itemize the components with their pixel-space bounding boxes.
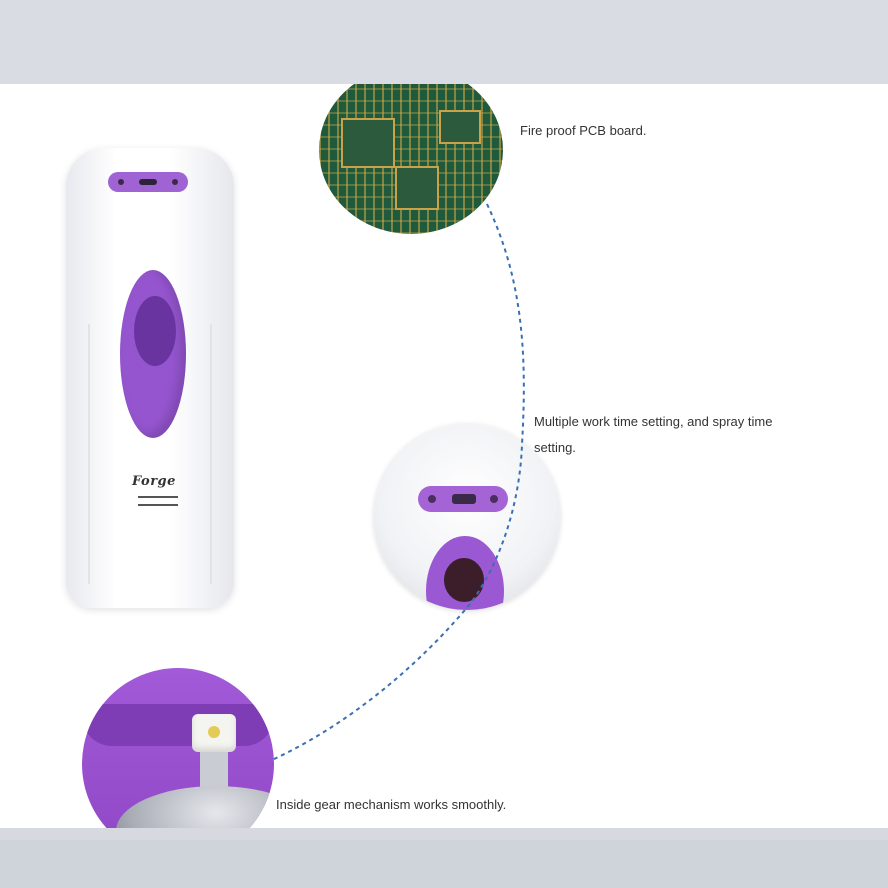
pcb-chip: [439, 110, 481, 144]
dispenser-seam-left: [88, 324, 90, 584]
gear-mechanism-closeup: [82, 668, 274, 828]
indicator-dot: [490, 495, 498, 503]
dispenser-indicator-slot: [108, 172, 188, 192]
dispenser-nozzle-hole: [134, 296, 176, 366]
bottom-strip: [0, 828, 888, 888]
gear-callout-label: Inside gear mechanism works smoothly.: [276, 797, 507, 812]
bottom-strip-inner: [0, 840, 888, 888]
aerosol-stem: [200, 752, 228, 792]
brand-logo: Forge: [132, 474, 176, 489]
pcb-board-closeup: [319, 84, 503, 234]
product-illustration-panel: Forge Fire proof PCB board. Multiple wor…: [0, 84, 888, 828]
dispenser-top-closeup: [374, 424, 560, 610]
pcb-chip: [395, 166, 439, 210]
timing-callout-line-2: setting.: [534, 440, 576, 455]
aerosol-can-top: [116, 786, 274, 828]
dispenser-seam-right: [210, 324, 212, 584]
brand-logo-chinese-mark: [138, 496, 178, 506]
actuator-dot: [208, 726, 220, 738]
spray-actuator-cap: [192, 714, 236, 752]
indicator-bar: [452, 494, 476, 504]
closeup-indicator-slot: [418, 486, 508, 512]
pcb-callout-label: Fire proof PCB board.: [520, 123, 647, 138]
air-freshener-dispenser: Forge: [66, 148, 234, 608]
pcb-chip: [341, 118, 395, 168]
indicator-bar: [139, 179, 157, 185]
closeup-nozzle-hole: [444, 558, 484, 602]
gear-housing-shelf: [82, 704, 274, 746]
indicator-dot: [428, 495, 436, 503]
indicator-dot: [172, 179, 178, 185]
indicator-dot: [118, 179, 124, 185]
timing-callout-line-1: Multiple work time setting, and spray ti…: [534, 414, 773, 429]
